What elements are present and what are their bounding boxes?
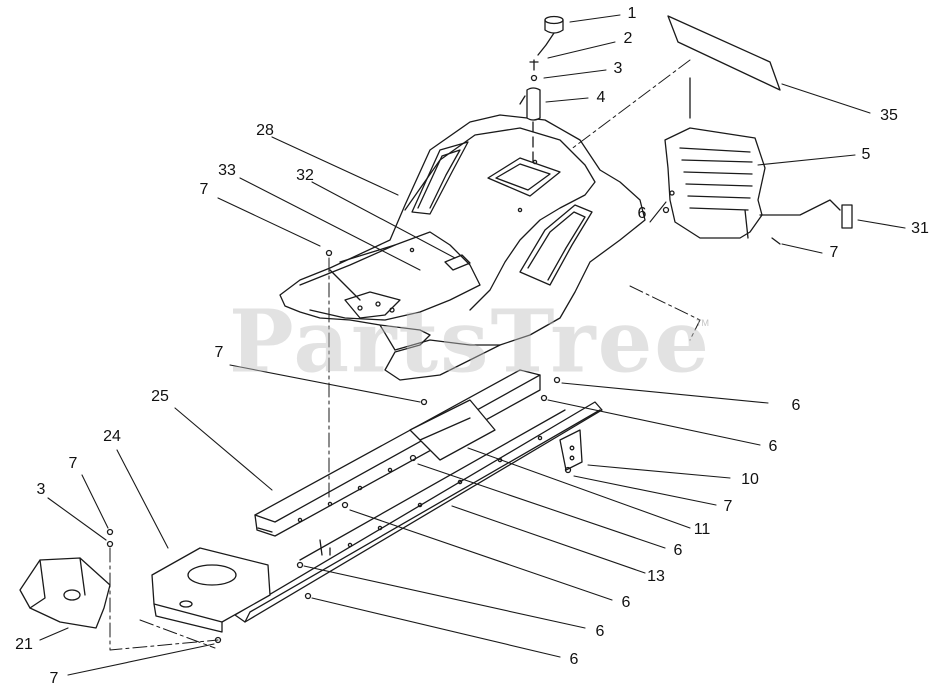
decal-strip-part [667, 15, 781, 119]
callout-25: 25 [151, 388, 169, 405]
callout-11: 11 [693, 521, 711, 538]
callout-1: 1 [627, 5, 637, 22]
callout-21: 21 [15, 636, 33, 653]
support-plate-part [151, 547, 271, 633]
callout-7: 7 [829, 244, 839, 261]
callout-6: 6 [791, 397, 801, 414]
callout-32: 32 [296, 167, 314, 184]
bracket-part [559, 429, 583, 471]
callout-6: 6 [673, 542, 683, 559]
leader-lines [39, 14, 906, 676]
callout-6: 6 [595, 623, 605, 640]
alignment-lines [109, 59, 701, 651]
callout-28: 28 [256, 122, 274, 139]
callout-7: 7 [199, 181, 209, 198]
callout-5: 5 [861, 146, 871, 163]
callout-7: 7 [723, 498, 733, 515]
callout-7: 7 [214, 344, 224, 361]
callout-13: 13 [647, 568, 665, 585]
callout-3: 3 [613, 60, 623, 77]
hardware-fasteners [106, 206, 670, 644]
callout-7: 7 [49, 670, 59, 687]
callout-35: 35 [880, 107, 898, 124]
callout-2: 2 [623, 30, 633, 47]
fender-pan-part [279, 114, 646, 381]
side-cover-part [664, 127, 853, 245]
watermark-trademark: TM [696, 318, 709, 328]
callout-6: 6 [637, 205, 647, 222]
callout-7: 7 [68, 455, 78, 472]
callout-6: 6 [569, 651, 579, 668]
height-lever-assembly [519, 15, 564, 163]
callout-4: 4 [596, 89, 606, 106]
callout-24: 24 [103, 428, 121, 445]
rear-bracket-part [19, 557, 111, 629]
callout-10: 10 [741, 471, 759, 488]
frame-rails-part [234, 369, 603, 623]
callout-3: 3 [36, 481, 46, 498]
callout-33: 33 [218, 162, 236, 179]
callout-6: 6 [621, 594, 631, 611]
callout-6: 6 [768, 438, 778, 455]
callout-31: 31 [911, 220, 929, 237]
